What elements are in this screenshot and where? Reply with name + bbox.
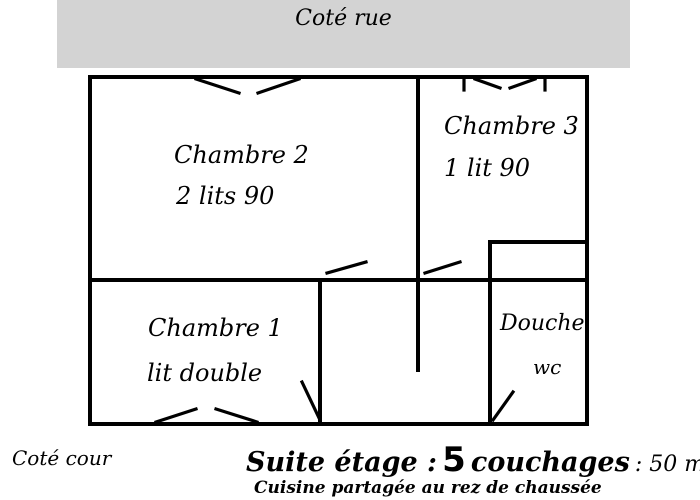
chambre2-beds: 2 lits 90 bbox=[176, 182, 275, 210]
window-chambre2-right bbox=[255, 76, 302, 96]
courtyard-side-label: Coté cour bbox=[12, 446, 112, 470]
door-chambre2 bbox=[325, 260, 368, 275]
window-chambre2-left bbox=[193, 76, 242, 96]
wc-label: wc bbox=[533, 355, 562, 379]
window-chambre3-right-b bbox=[507, 76, 538, 91]
window-chambre1-right bbox=[213, 406, 260, 425]
chambre3-name: Chambre 3 bbox=[444, 112, 579, 140]
douche-name: Douche bbox=[500, 311, 585, 336]
outer-wall bbox=[88, 75, 589, 426]
chambre2-name: Chambre 2 bbox=[174, 141, 309, 169]
floor-summary: Suite étage : 5 couchages : 50 m2 bbox=[246, 440, 700, 480]
street-side-band: Coté rue bbox=[57, 0, 630, 68]
chambre1-beds: lit double bbox=[147, 359, 263, 387]
door-chambre3 bbox=[422, 259, 463, 276]
door-chambre1 bbox=[299, 379, 323, 423]
summary-area: : 50 m bbox=[634, 452, 700, 477]
summary-suffix: couchages bbox=[470, 447, 630, 478]
summary-prefix: Suite étage : bbox=[246, 447, 438, 478]
door-douche bbox=[490, 389, 516, 423]
window-chambre3-left-b bbox=[472, 76, 503, 91]
summary-capacity: 5 bbox=[442, 440, 466, 480]
chambre1-name: Chambre 1 bbox=[148, 314, 283, 342]
chambre3-beds: 1 lit 90 bbox=[444, 154, 531, 182]
street-side-label: Coté rue bbox=[295, 6, 392, 31]
window-chambre1-left bbox=[153, 406, 199, 425]
kitchen-note: Cuisine partagée au rez de chaussée bbox=[254, 478, 602, 498]
